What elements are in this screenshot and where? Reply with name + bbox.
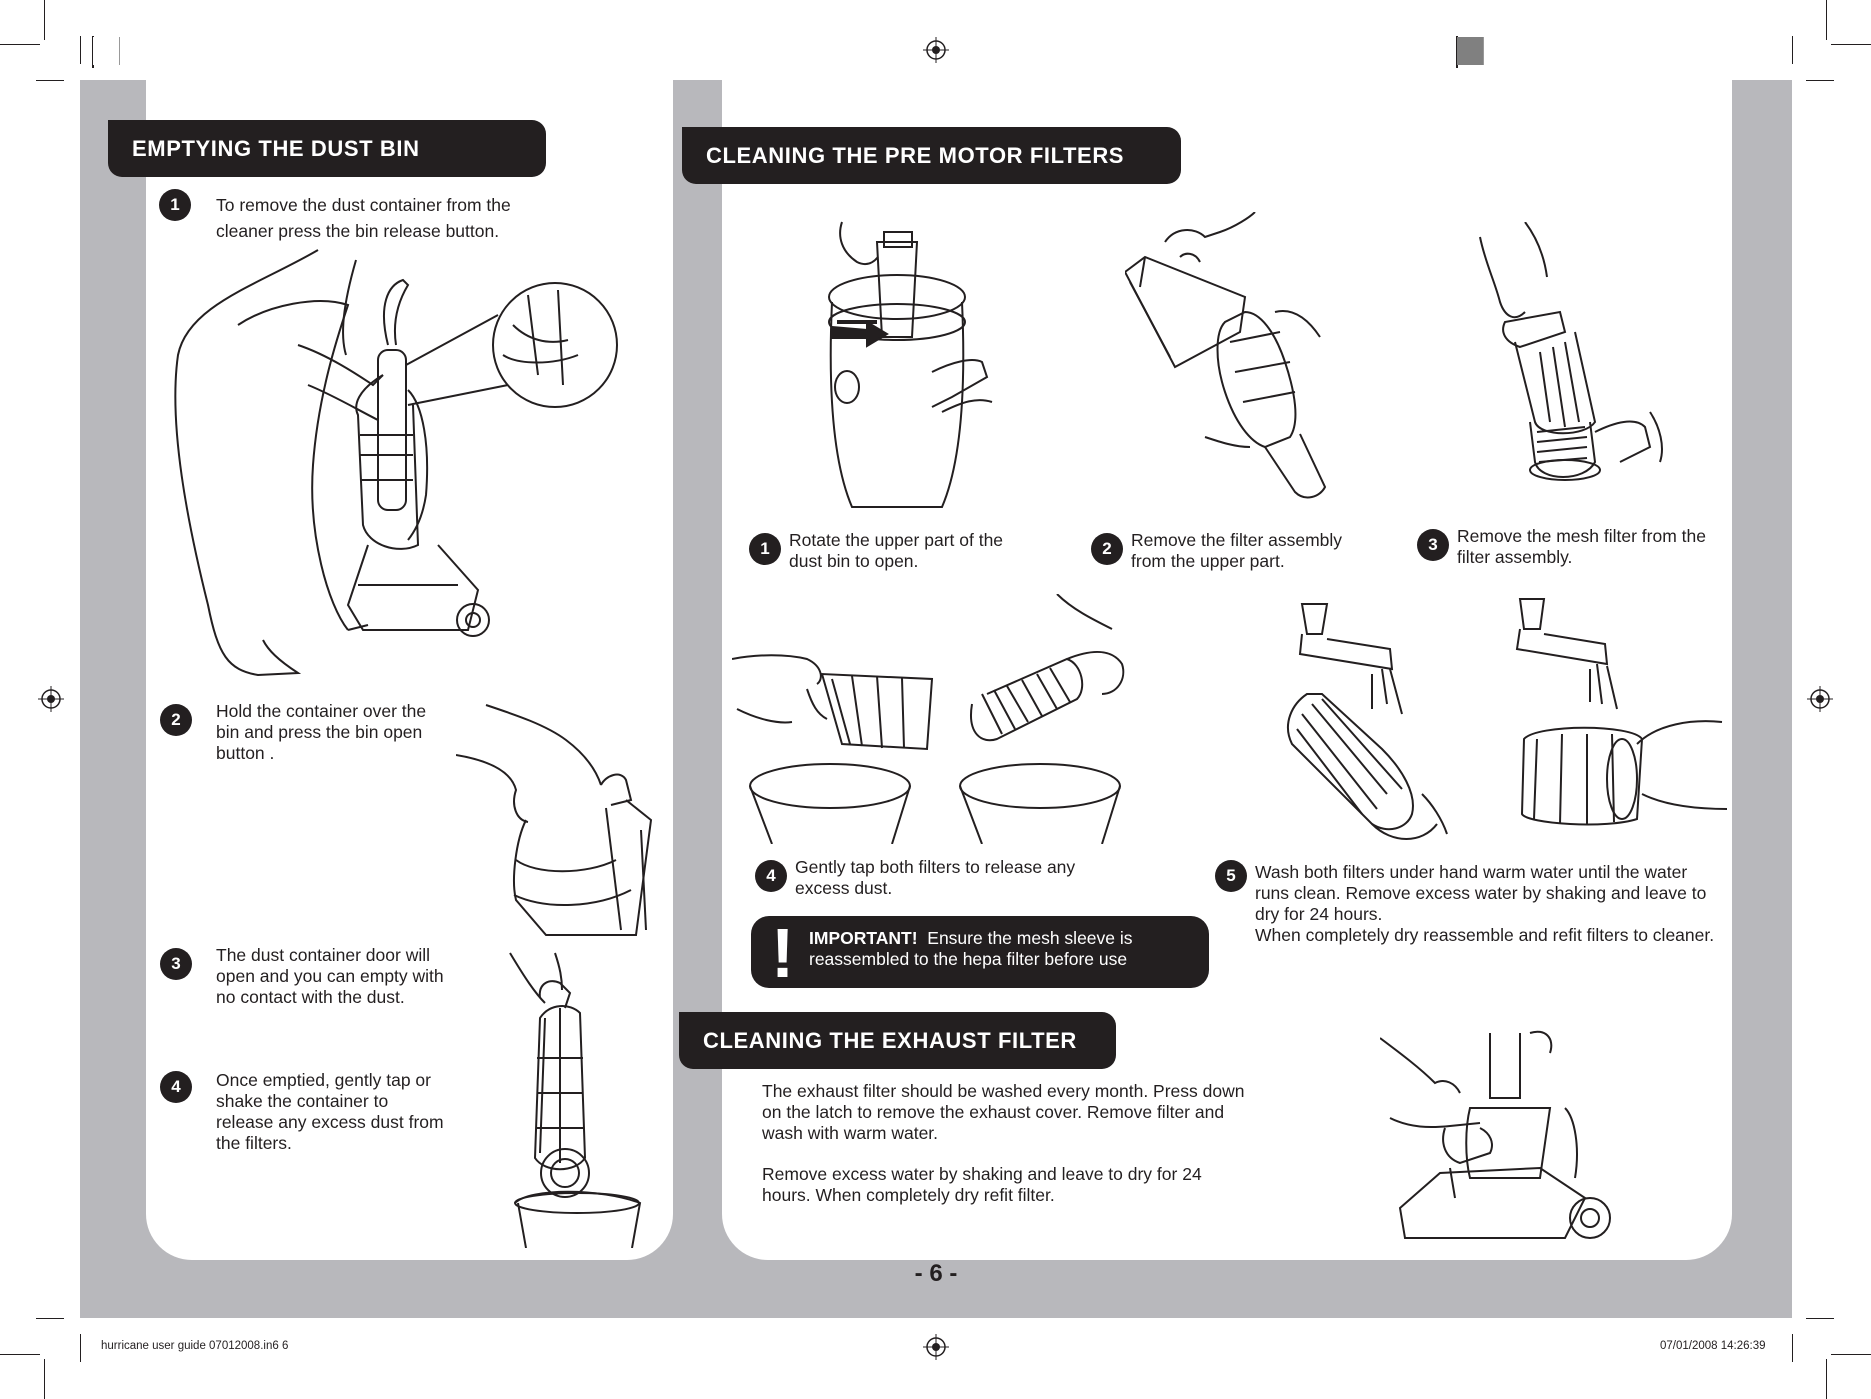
crop-mark [1806, 80, 1834, 81]
step-text: To remove the dust container from the cl… [216, 195, 511, 241]
crop-mark [36, 80, 64, 81]
exclamation-icon: ! [771, 914, 795, 992]
footer-filename: hurricane user guide 07012008.in6 6 [101, 1340, 289, 1352]
step-number: 1 [159, 189, 191, 221]
crop-mark [1792, 36, 1793, 64]
crop-mark [0, 44, 40, 45]
section-heading-dust-bin: EMPTYING THE DUST BIN [108, 120, 546, 177]
step-number: 4 [160, 1071, 192, 1103]
crop-mark [1806, 1318, 1834, 1319]
tap-container-illustration [500, 948, 650, 1248]
step-text: Hold the container over the bin and pres… [216, 701, 427, 763]
crop-mark [1826, 1359, 1827, 1399]
crop-mark [36, 1318, 64, 1319]
bin-open-button-illustration [456, 700, 656, 940]
tap-filters-illustration [732, 594, 1142, 844]
crop-mark [1831, 1354, 1871, 1355]
step-text-line: When completely dry reassemble and refit… [1255, 925, 1715, 945]
step-number: 2 [1091, 533, 1123, 565]
step-text: Once emptied, gently tap or shake the co… [216, 1070, 444, 1153]
vacuum-bin-release-illustration [168, 245, 668, 685]
step-number: 3 [160, 948, 192, 980]
grayscale-color-bar [92, 36, 120, 68]
crop-mark [1792, 1334, 1793, 1362]
remove-filter-assembly-illustration [1125, 212, 1385, 512]
crop-mark [1826, 0, 1827, 40]
step-number: 3 [1417, 529, 1449, 561]
crop-mark [0, 1354, 40, 1355]
exhaust-paragraph-1: The exhaust filter should be washed ever… [762, 1081, 1245, 1143]
crop-mark [80, 1334, 81, 1362]
step-text: The dust container door will open and yo… [216, 945, 444, 1007]
footer-timestamp: 07/01/2008 14:26:39 [1660, 1340, 1766, 1352]
step-text: Remove the mesh filter from the filter a… [1457, 526, 1706, 567]
registration-mark-icon [1807, 686, 1833, 712]
step-text: Gently tap both filters to release any e… [795, 857, 1076, 898]
step-number: 2 [160, 704, 192, 736]
section-heading-pre-motor: CLEANING THE PRE MOTOR FILTERS [682, 127, 1181, 184]
important-message: Ensure the mesh sleeve is reassembled to… [809, 928, 1133, 969]
crop-mark [44, 0, 45, 40]
gray-swatch [93, 37, 120, 65]
wash-filters-illustration [1262, 594, 1732, 854]
color-swatch [1457, 37, 1484, 65]
process-color-bar [1456, 36, 1484, 68]
registration-mark-icon [923, 1334, 949, 1360]
exhaust-filter-illustration [1380, 1028, 1620, 1250]
crop-mark [1831, 44, 1871, 45]
important-label: IMPORTANT! [809, 928, 918, 948]
step-text-line: Wash both filters under hand warm water … [1255, 862, 1707, 924]
section-heading-exhaust: CLEANING THE EXHAUST FILTER [679, 1012, 1116, 1069]
dust-bin-panel [146, 80, 673, 1260]
crop-mark [44, 1359, 45, 1399]
step-text: Remove the filter assembly from the uppe… [1131, 530, 1343, 571]
registration-mark-icon [38, 686, 64, 712]
step-number: 4 [755, 860, 787, 892]
page-number: - 6 - [914, 1260, 958, 1287]
step-number: 1 [749, 533, 781, 565]
step-text: Wash both filters under hand warm water … [1255, 862, 1715, 946]
step-text: Rotate the upper part of the dust bin to… [789, 530, 1004, 571]
remove-mesh-filter-illustration [1475, 222, 1675, 512]
important-text: IMPORTANT! Ensure the mesh sleeve is rea… [809, 928, 1199, 970]
crop-mark [80, 36, 81, 64]
rotate-dust-bin-illustration [812, 212, 1002, 512]
registration-mark-icon [923, 37, 949, 63]
step-number: 5 [1215, 860, 1247, 892]
important-notice: ! IMPORTANT! Ensure the mesh sleeve is r… [751, 916, 1209, 988]
exhaust-paragraph-2: Remove excess water by shaking and leave… [762, 1164, 1202, 1205]
